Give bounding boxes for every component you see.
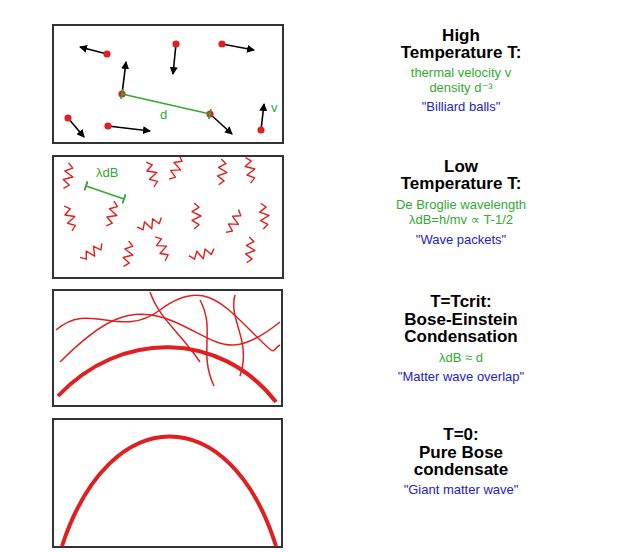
state-box: λdB: [52, 155, 284, 279]
description: "Wave packets": [351, 232, 571, 247]
description: "Matter wave overlap": [351, 369, 571, 384]
giant-matter-wave: [62, 437, 276, 547]
description: "Billiard balls": [351, 99, 571, 114]
physics-note: λdB ≈ d: [351, 350, 571, 365]
state-box: [53, 419, 282, 547]
state-heading: Low Temperature T:: [391, 158, 531, 192]
measure-label: d: [160, 107, 167, 122]
physics-note: thermal velocity v density d⁻³: [396, 65, 526, 95]
wavelength-line: [86, 186, 124, 199]
state-heading: Pure Bose condensate: [391, 444, 531, 478]
state-heading: T=0:: [351, 426, 571, 443]
measure-label: v: [271, 100, 278, 115]
description: "Giant matter wave": [351, 482, 571, 497]
state-heading: T=Tcrit:: [351, 293, 571, 310]
physics-note: De Broglie wavelength: [351, 197, 571, 212]
wave-packets: [63, 155, 269, 266]
condensate-wave: [58, 347, 276, 402]
state-box: [53, 290, 282, 406]
state-heading: High Temperature T:: [391, 27, 531, 61]
state-box: dv: [52, 24, 284, 144]
state-heading: Bose-Einstein Condensation: [391, 311, 531, 345]
velocity-arrows: [68, 44, 264, 137]
particles: [64, 40, 264, 133]
measure-label: λdB: [96, 165, 118, 180]
physics-note: λdB=h/mv ∝ T-1/2: [351, 212, 571, 227]
